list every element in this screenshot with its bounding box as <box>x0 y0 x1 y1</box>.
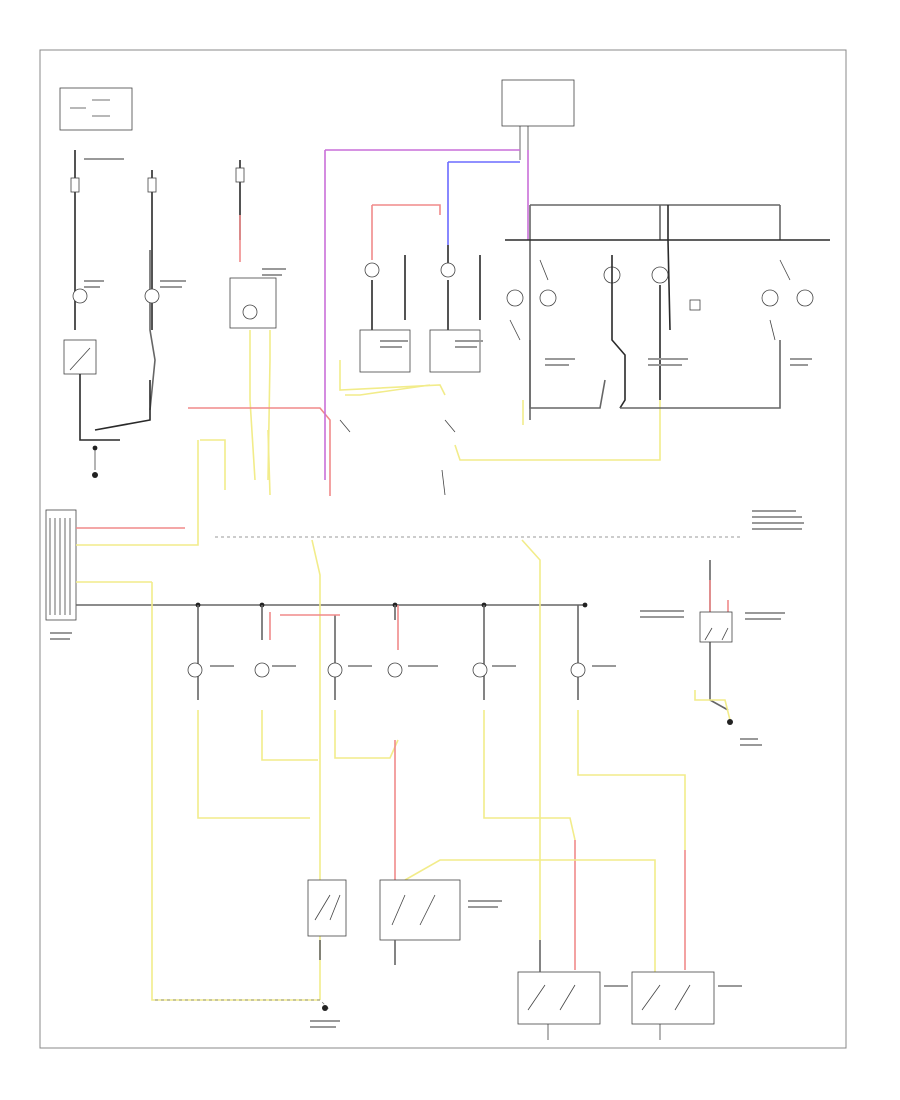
top-center-junction <box>324 79 575 480</box>
label-marks <box>50 158 812 1028</box>
fuse-icon <box>147 177 157 193</box>
dimmer-switch-module <box>188 277 331 496</box>
control-module <box>45 509 740 1000</box>
switch-module <box>379 879 461 941</box>
door-lamp-block <box>505 204 830 425</box>
ground-icon <box>727 719 733 725</box>
fuse-panel-outline <box>501 79 575 127</box>
switch-icon <box>63 339 97 375</box>
lamp-icon <box>506 289 524 307</box>
lamp-icon <box>472 662 488 678</box>
switch-module <box>307 879 347 937</box>
lamp-icon <box>761 289 779 307</box>
lamp-icon <box>254 662 270 678</box>
lamp-icon <box>242 304 258 320</box>
ground-icon <box>322 1005 328 1011</box>
module-outline <box>229 277 277 329</box>
lamp-icon <box>539 289 557 307</box>
switch-module <box>631 971 715 1025</box>
bottom-switch-row <box>155 879 715 1040</box>
lamp-icon <box>364 262 380 278</box>
switch-module <box>429 329 481 373</box>
fuse-icon <box>70 177 80 193</box>
lower-left-connectors <box>197 429 446 530</box>
switch-module <box>359 329 411 373</box>
switch-icon <box>689 299 701 311</box>
lamp-icon <box>440 262 456 278</box>
lamp-icon <box>187 662 203 678</box>
fuse-box-outline <box>59 87 133 131</box>
lamp-icon <box>796 289 814 307</box>
fuse-icon <box>235 167 245 183</box>
lamp-icon <box>570 662 586 678</box>
relay-box <box>699 611 733 643</box>
diagram-border <box>39 49 847 1049</box>
top-left-fuse-section <box>59 87 245 411</box>
lamp-icon <box>651 266 669 284</box>
lamp-icon <box>144 288 160 304</box>
lamp-icon <box>72 288 88 304</box>
lamp-icon <box>327 662 343 678</box>
ground-icon <box>92 472 98 478</box>
center-lamp-group <box>339 255 661 461</box>
switch-module <box>517 971 601 1025</box>
left-lamp-group <box>63 288 160 478</box>
lamp-icon <box>387 662 403 678</box>
ground-dashed-line <box>155 999 331 1011</box>
module-block <box>45 509 77 621</box>
right-splice-group <box>694 560 733 725</box>
